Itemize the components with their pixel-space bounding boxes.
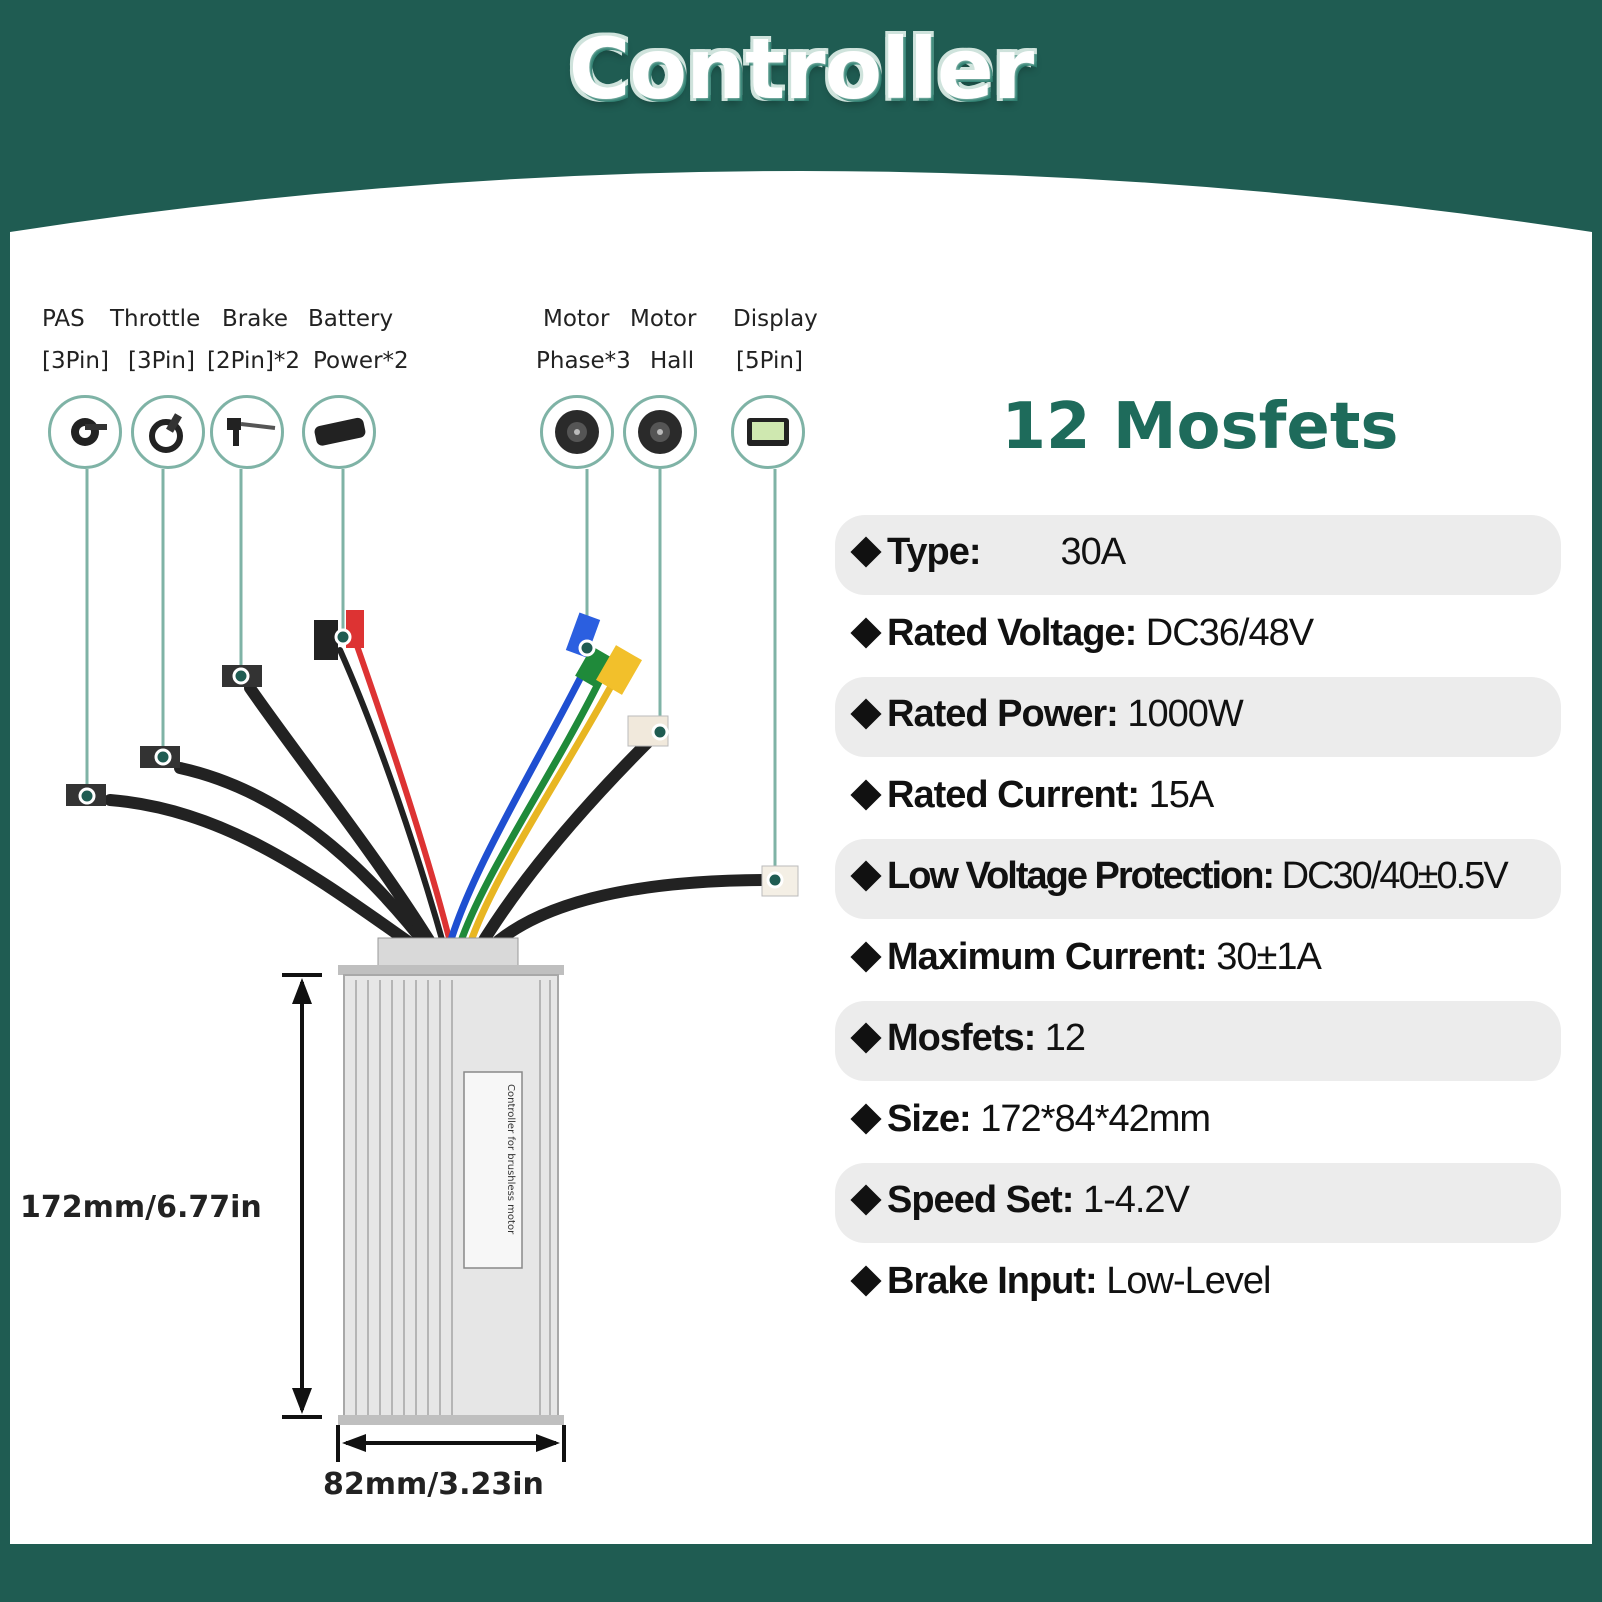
brake-lever-icon xyxy=(210,395,284,469)
port-label-brake: Brake xyxy=(222,306,288,332)
port-label-battery: Battery xyxy=(308,306,394,332)
dimension-arrows xyxy=(282,973,566,1462)
spec-row-speed-set: Speed Set: 1-4.2V xyxy=(835,1163,1561,1243)
connectors xyxy=(66,610,799,897)
spec-label: Maximum Current: xyxy=(887,936,1208,978)
port-pin-brake: [2Pin]*2 xyxy=(207,348,301,374)
spec-row-size: Size: 172*84*42mm xyxy=(835,1082,1561,1162)
spec-label: Rated Power: xyxy=(887,693,1119,735)
port-pin-battery: Power*2 xyxy=(313,348,409,374)
height-dimension: 172mm/6.77in xyxy=(20,1190,262,1225)
mosfets-heading: 12 Mosfets xyxy=(1001,390,1399,464)
spec-row-rated-voltage: Rated Voltage: DC36/48V xyxy=(835,596,1561,676)
diamond-bullet-icon xyxy=(850,1265,882,1297)
thumb-throttle-icon xyxy=(131,395,205,469)
callout-lines xyxy=(85,469,777,880)
port-pin-motor-phase: Phase*3 xyxy=(536,348,631,374)
spec-value: 1-4.2V xyxy=(1082,1179,1190,1221)
device-label: Controller for brushless motor xyxy=(505,1084,516,1235)
spec-row-brake-input: Brake Input: Low-Level xyxy=(835,1244,1561,1324)
controller-body: Controller for brushless motor xyxy=(338,937,564,1425)
spec-value: 12 xyxy=(1044,1017,1086,1059)
lcd-display-icon xyxy=(731,395,805,469)
port-label-motor-phase: Motor xyxy=(543,306,610,332)
callout-dots xyxy=(78,628,784,889)
spec-value: Low-Level xyxy=(1106,1260,1271,1302)
spec-value: 30A xyxy=(1060,531,1127,573)
hub-motor-icon xyxy=(540,395,614,469)
pas-sensor-icon xyxy=(48,395,122,469)
port-pin-motor-hall: Hall xyxy=(650,348,695,374)
diamond-bullet-icon xyxy=(850,941,882,973)
hub-motor-icon xyxy=(623,395,697,469)
diamond-bullet-icon xyxy=(850,698,882,730)
spec-row-type: Type: 30A xyxy=(835,515,1561,595)
spec-label: Speed Set: xyxy=(887,1179,1074,1221)
spec-row-mosfets: Mosfets: 12 xyxy=(835,1001,1561,1081)
diamond-bullet-icon xyxy=(850,1103,882,1135)
diamond-bullet-icon xyxy=(850,779,882,811)
port-label-display: Display xyxy=(733,306,818,332)
spec-row-rated-power: Rated Power: 1000W xyxy=(835,677,1561,757)
port-label-throttle: Throttle xyxy=(110,306,201,332)
diamond-bullet-icon xyxy=(850,536,882,568)
diamond-bullet-icon xyxy=(850,1184,882,1216)
battery-icon xyxy=(302,395,376,469)
spec-row-maximum-current: Maximum Current: 30±1A xyxy=(835,920,1561,1000)
port-label-motor-hall: Motor xyxy=(630,306,697,332)
diamond-bullet-icon xyxy=(850,1022,882,1054)
wire-bundle xyxy=(104,637,776,956)
spec-value: DC36/48V xyxy=(1145,612,1314,654)
spec-label: Size: xyxy=(887,1098,972,1140)
spec-label: Type: xyxy=(887,531,982,573)
port-label-pas: PAS xyxy=(42,306,85,332)
spec-row-rated-current: Rated Current: 15A xyxy=(835,758,1561,838)
spec-label: Mosfets: xyxy=(887,1017,1036,1059)
diamond-bullet-icon xyxy=(850,860,882,892)
spec-value: 15A xyxy=(1148,774,1215,816)
spec-value: 30±1A xyxy=(1216,936,1322,978)
port-pin-pas: [3Pin] xyxy=(42,348,109,374)
spec-label: Low Voltage Protection: xyxy=(887,855,1275,897)
spec-value: 1000W xyxy=(1127,693,1243,735)
spec-value: DC30/40±0.5V xyxy=(1281,855,1509,897)
port-pin-display: [5Pin] xyxy=(736,348,803,374)
port-pin-throttle: [3Pin] xyxy=(128,348,195,374)
spec-label: Brake Input: xyxy=(887,1260,1098,1302)
spec-label: Rated Voltage: xyxy=(887,612,1137,654)
spec-value: 172*84*42mm xyxy=(980,1098,1211,1140)
spec-row-low-voltage-protection: Low Voltage Protection: DC30/40±0.5V xyxy=(835,839,1561,919)
width-dimension: 82mm/3.23in xyxy=(323,1467,544,1502)
spec-label: Rated Current: xyxy=(887,774,1140,816)
bottom-bar xyxy=(0,1544,1602,1602)
diamond-bullet-icon xyxy=(850,617,882,649)
page-title: Controller xyxy=(568,20,1034,118)
